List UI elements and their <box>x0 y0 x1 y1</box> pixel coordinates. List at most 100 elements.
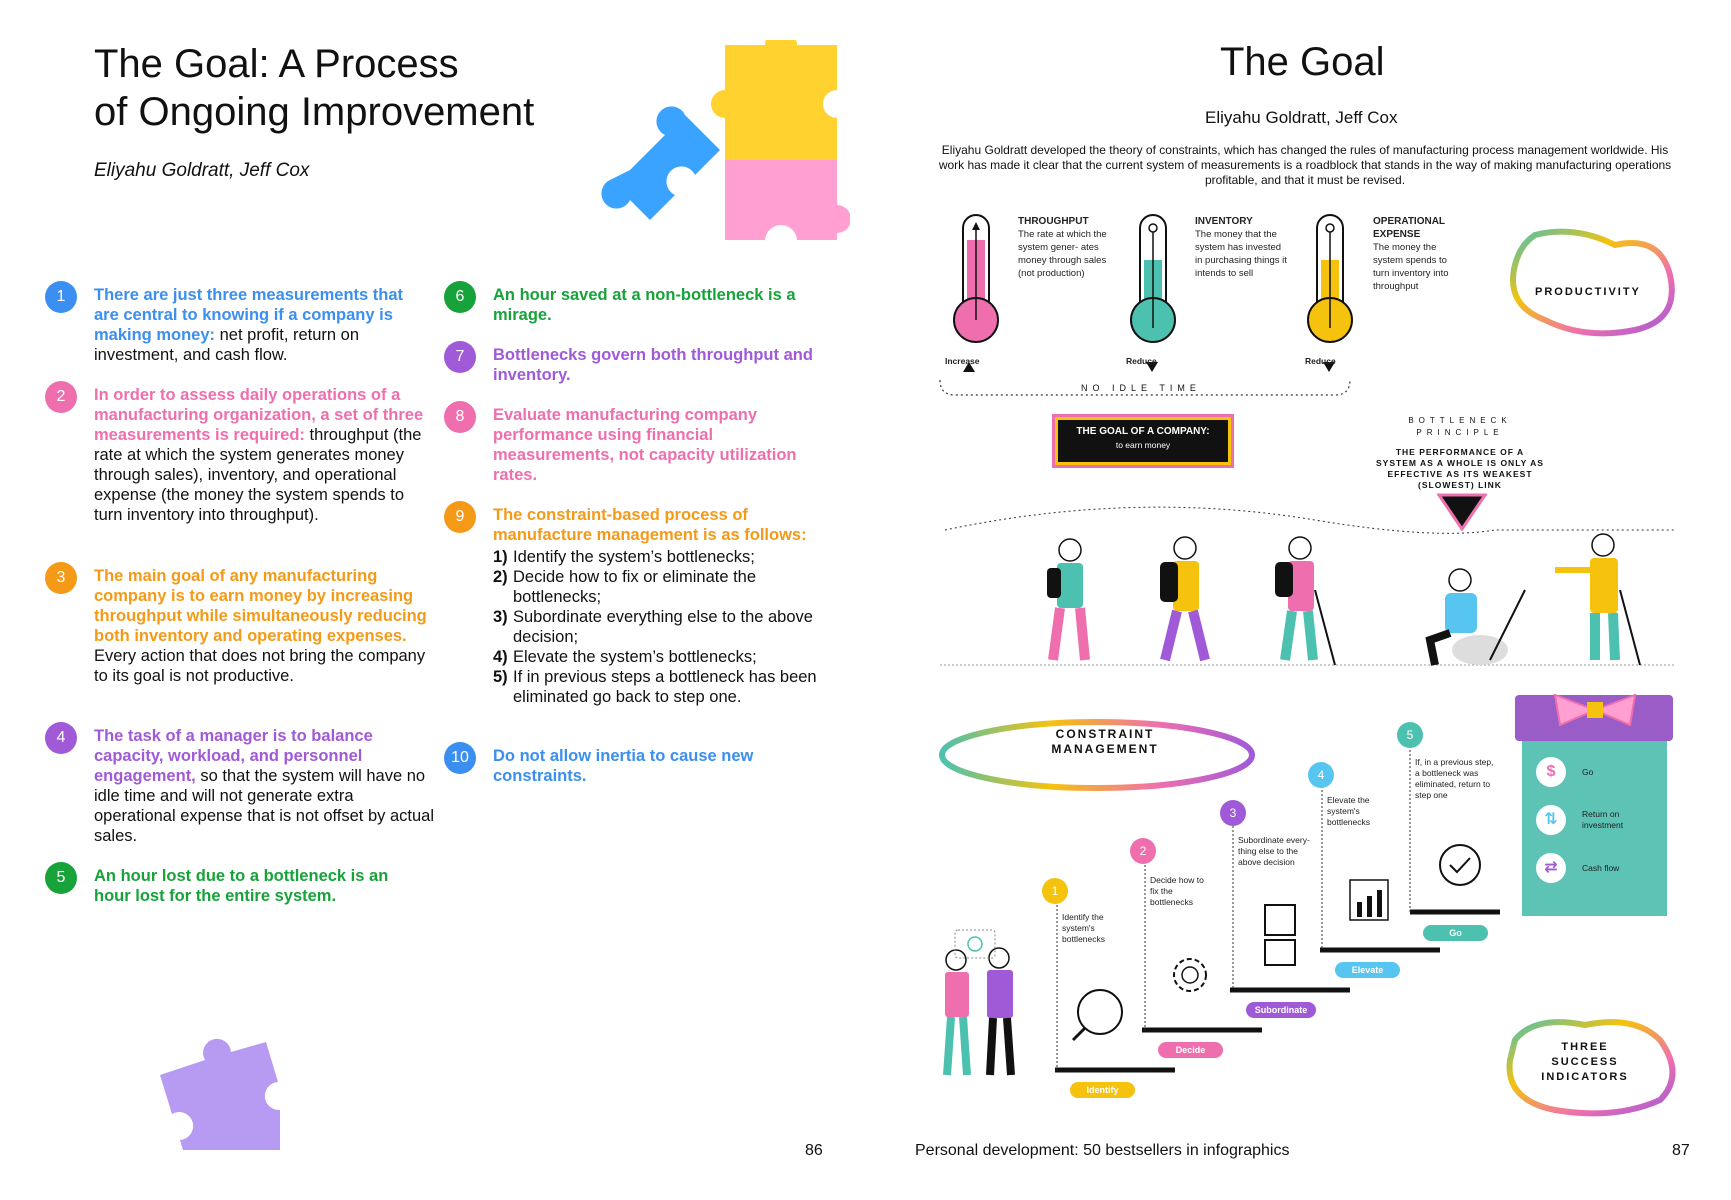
success-indicators-blob <box>1506 1019 1676 1117</box>
bar-chart-icon <box>1349 879 1389 921</box>
yellow-puzzle-icon <box>711 40 837 160</box>
number-badge: 4 <box>45 722 77 754</box>
step-item: 2)Decide how to fix or eliminate the bot… <box>493 568 757 606</box>
person-3 <box>1275 536 1336 666</box>
point-body: throughput (the rate at which the system… <box>94 426 422 524</box>
point-highlight: There are just three measurements that a… <box>94 286 404 344</box>
indicator-label: Return on investment <box>1582 809 1624 830</box>
stair-desc-3: Subordinate every- thing else to the abo… <box>1238 835 1310 867</box>
expense-thermometer <box>1307 214 1353 343</box>
bottleneck-text: THE PERFORMANCE OF A SYSTEM AS A WHOLE I… <box>1376 447 1544 490</box>
productivity-label: PRODUCTIVITY <box>1535 286 1641 298</box>
point-9: 9 The constraint-based process of manufa… <box>444 501 823 707</box>
point-1: 1 There are just three measurements that… <box>45 281 429 365</box>
reduce-label: Reduce <box>1305 356 1336 366</box>
person-2 <box>1160 536 1210 662</box>
point-10: 10 Do not allow inertia to cause new con… <box>444 742 813 786</box>
goal-banner: THE GOAL OF A COMPANY: to earn money <box>1055 417 1231 465</box>
constraint-management-label: CONSTRAINT MANAGEMENT <box>1051 727 1159 756</box>
purple-puzzle-icon <box>160 1038 280 1150</box>
number-badge: 5 <box>45 862 77 894</box>
reduce-label: Reduce <box>1126 356 1157 366</box>
right-page-title: The Goal <box>1220 40 1385 84</box>
return-arrows-icon: ⇅ <box>1536 805 1566 835</box>
stair-desc-1: Identify the system's bottlenecks <box>1062 912 1105 944</box>
point-highlight: In order to assess daily operations of a… <box>94 386 424 444</box>
bow-icon <box>1553 693 1637 727</box>
left-authors: Eliyahu Goldratt, Jeff Cox <box>94 160 310 181</box>
check-cycle-icon <box>1439 844 1481 886</box>
elevate-pill: Elevate <box>1335 962 1400 978</box>
person-sitting <box>1425 568 1526 666</box>
indicator-label: Go <box>1582 767 1594 777</box>
point-highlight: An hour lost due to a bottleneck is an h… <box>94 867 389 905</box>
reduce-arrow-icon <box>1146 362 1158 372</box>
gear-icon <box>1173 958 1207 992</box>
point-highlight: An hour saved at a non-bottleneck is a m… <box>493 286 796 324</box>
stairs-diagram <box>943 730 1500 1076</box>
blue-puzzle-icon <box>601 106 720 220</box>
decide-pill: Decide <box>1158 1042 1223 1058</box>
number-badge: 9 <box>444 501 476 533</box>
process-steps: 1)Identify the system’s bottlenecks; 2)D… <box>493 547 823 707</box>
number-badge: 1 <box>45 281 77 313</box>
stair-badge-3: 3 <box>1220 800 1246 826</box>
number-badge: 3 <box>45 562 77 594</box>
stair-badge-4: 4 <box>1308 762 1334 788</box>
right-page-number: 87 <box>1672 1142 1690 1159</box>
person-pointing <box>1555 533 1641 666</box>
magnifier-icon <box>1071 989 1123 1042</box>
reduce-arrow-icon <box>1323 362 1335 372</box>
point-body: net profit, return on investment, and ca… <box>94 326 360 364</box>
point-highlight: The constraint-based process of manufact… <box>493 506 807 544</box>
step-item: 4)Elevate the system’s bottlenecks; <box>493 648 757 666</box>
point-5: 5 An hour lost due to a bottleneck is an… <box>45 862 424 906</box>
cash-flow-icon: ⇄ <box>1536 853 1566 883</box>
constraint-management-blob <box>939 719 1255 791</box>
number-badge: 7 <box>444 341 476 373</box>
point-7: 7 Bottlenecks govern both throughput and… <box>444 341 813 385</box>
increase-arrow-icon <box>963 362 975 372</box>
puzzle-stack-icon <box>1264 904 1296 966</box>
indicator-label: Cash flow <box>1582 863 1620 873</box>
gift-box: $ Go ⇅ Return on investment ⇄ Cash flow <box>1522 741 1667 916</box>
subordinate-pill: Subordinate <box>1246 1002 1316 1018</box>
number-badge: 10 <box>444 742 476 774</box>
footer-text: Personal development: 50 bestsellers in … <box>915 1142 1290 1159</box>
bottleneck-principle: BOTTLENECK PRINCIPLE THE PERFORMANCE OF … <box>1375 415 1545 491</box>
stair-desc-2: Decide how to fix the bottlenecks <box>1150 875 1204 907</box>
point-highlight: Do not allow inertia to cause new constr… <box>493 747 754 785</box>
point-3: 3 The main goal of any manufacturing com… <box>45 562 429 686</box>
point-6: 6 An hour saved at a non-bottleneck is a… <box>444 281 823 325</box>
number-badge: 8 <box>444 401 476 433</box>
puzzle-pieces-illustration <box>601 40 850 240</box>
no-idle-time-label: NO IDLE TIME <box>1075 383 1207 393</box>
dollar-icon: $ <box>1536 757 1566 787</box>
goal-banner-subtitle: to earn money <box>1115 440 1171 450</box>
identify-pill: Identify <box>1070 1082 1135 1098</box>
point-body: Every action that does not bring the com… <box>94 647 426 685</box>
person-1 <box>1047 538 1090 661</box>
step-item: 1)Identify the system’s bottlenecks; <box>493 548 755 566</box>
stair-badge-2: 2 <box>1130 838 1156 864</box>
right-authors: Eliyahu Goldratt, Jeff Cox <box>1205 108 1398 127</box>
point-8: 8 Evaluate manufacturing company perform… <box>444 401 823 485</box>
number-badge: 6 <box>444 281 476 313</box>
go-pill: Go <box>1423 925 1488 941</box>
point-2: 2 In order to assess daily operations of… <box>45 381 424 525</box>
funnel-icon <box>1437 493 1487 531</box>
left-page-title: The Goal: A Process of Ongoing Improveme… <box>94 40 594 136</box>
productivity-blob <box>1510 228 1675 337</box>
left-page-number: 86 <box>805 1142 823 1159</box>
point-4: 4 The task of a manager is to balance ca… <box>45 722 439 846</box>
three-success-label: THREE SUCCESS INDICATORS <box>1541 1041 1629 1083</box>
inventory-thermometer <box>1130 214 1176 343</box>
point-highlight: Bottlenecks govern both throughput and i… <box>493 346 813 384</box>
number-badge: 2 <box>45 381 77 413</box>
intro-text: Eliyahu Goldratt developed the theory of… <box>938 143 1672 187</box>
title-line: of Ongoing Improvement <box>94 90 535 134</box>
stair-badge-1: 1 <box>1042 878 1068 904</box>
